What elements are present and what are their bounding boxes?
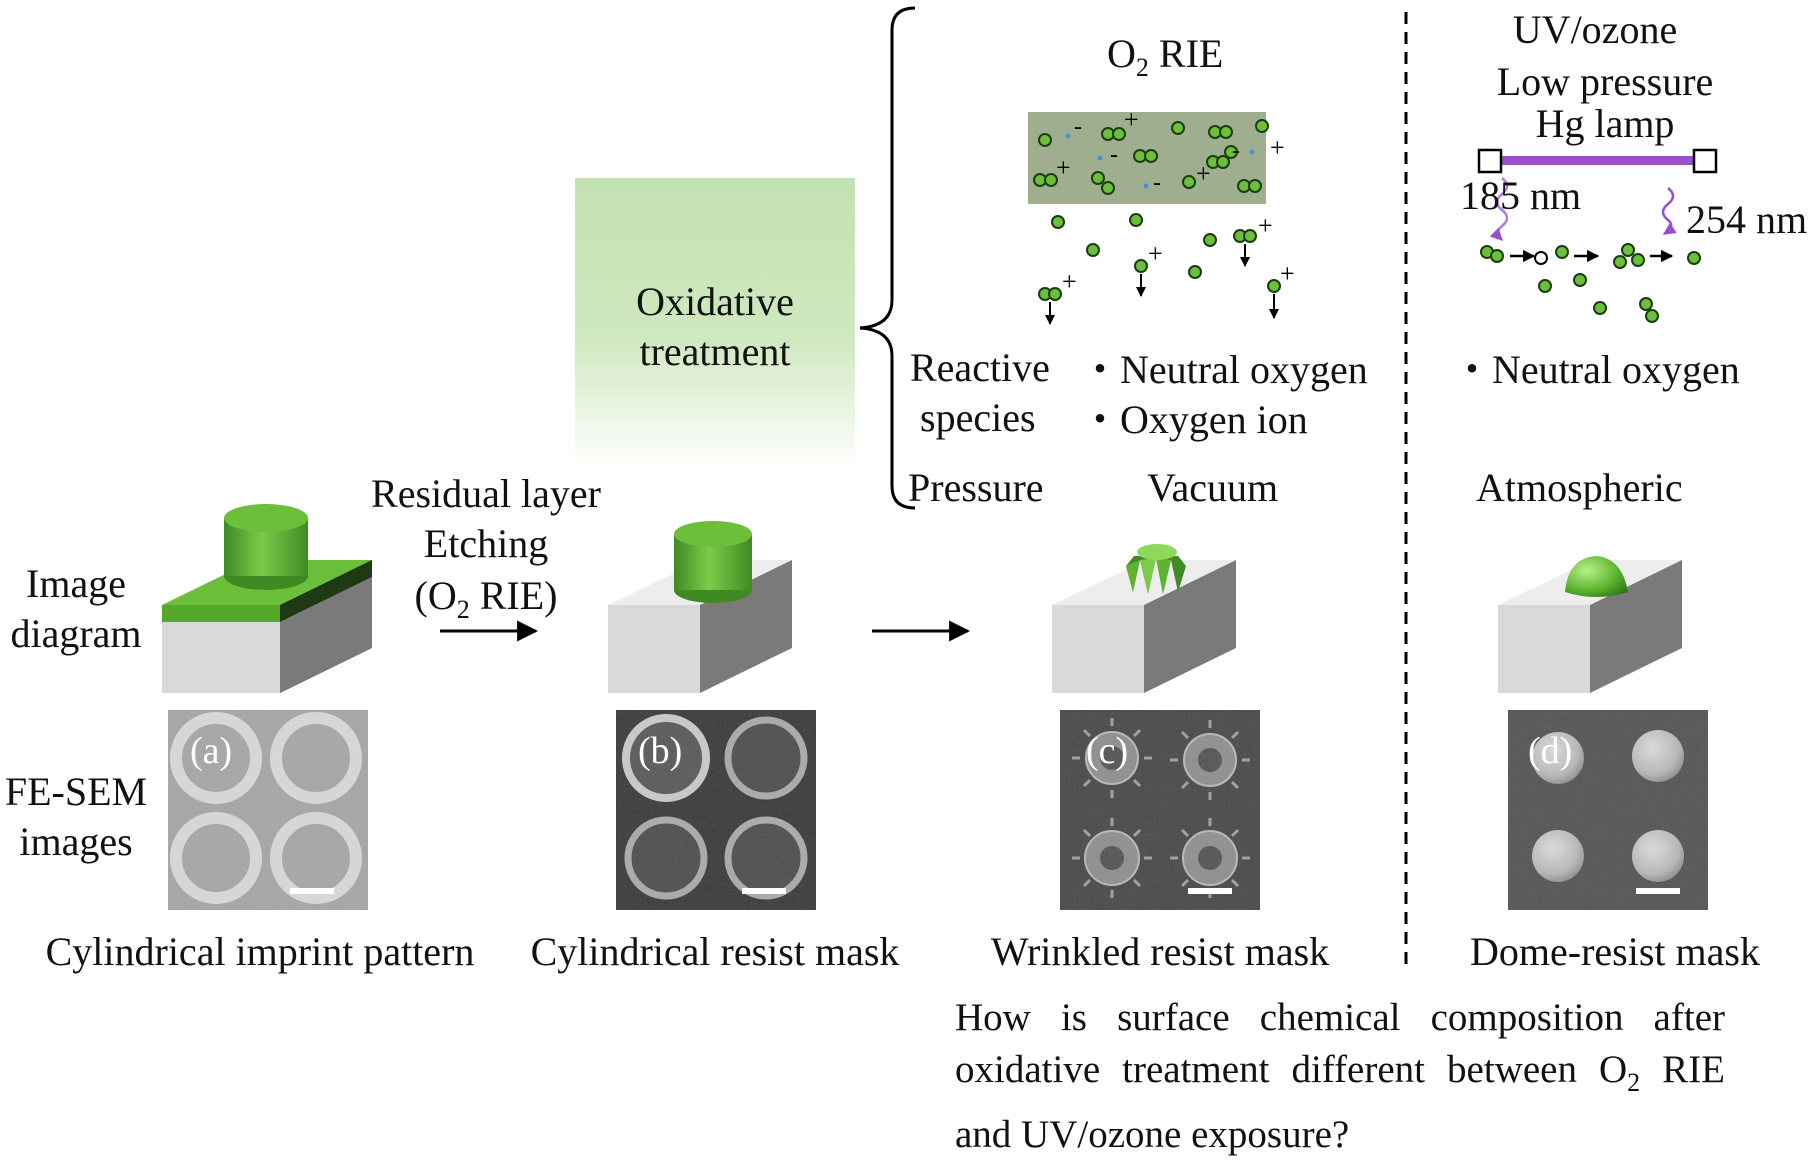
svg-text:+: +	[1196, 159, 1211, 188]
uv-rays	[1489, 177, 1677, 241]
hg-lamp	[1477, 148, 1718, 174]
svg-text:+: +	[1270, 133, 1285, 162]
o2rie-species-2: ・Oxygen ion	[1080, 397, 1308, 442]
wavelength-254: 254 nm	[1686, 197, 1808, 242]
falling-species: + + + +	[1038, 211, 1295, 325]
panel-tag-a: (a)	[190, 730, 233, 772]
pressure-vacuum: Vacuum	[1147, 465, 1279, 510]
oxidative-treatment-box	[575, 178, 855, 468]
wavelength-185: 185 nm	[1460, 173, 1582, 218]
treatment-label-line2: treatment	[639, 329, 791, 374]
uvozone-title: UV/ozone	[1512, 7, 1678, 52]
sem-image-d	[1508, 710, 1708, 910]
svg-text:+: +	[1258, 211, 1273, 240]
svg-text:-: -	[1074, 114, 1082, 140]
panel-tag-c: (c)	[1086, 730, 1129, 772]
row-label-sem-1: FE-SEM	[4, 769, 148, 814]
panel-tag-d: (d)	[1528, 730, 1573, 772]
reactive-label-2: species	[920, 395, 1036, 440]
treatment-label-line1: Oxidative	[636, 279, 794, 324]
caption-d: Dome-resist mask	[1470, 929, 1760, 974]
o2rie-species-1: ・Neutral oxygen	[1080, 347, 1368, 392]
diagram-b	[608, 521, 792, 693]
pressure-atmospheric: Atmospheric	[1476, 465, 1683, 510]
svg-text:+: +	[1280, 259, 1295, 288]
svg-text:-: -	[1232, 138, 1240, 164]
diagram-d	[1498, 556, 1682, 693]
etch-label-line3: (O2 RIE)	[414, 573, 558, 624]
svg-text:+: +	[1062, 267, 1077, 296]
diagram-c	[1052, 544, 1236, 693]
svg-text:-: -	[1110, 142, 1118, 168]
caption-a: Cylindrical imprint pattern	[45, 929, 475, 974]
o2-rie-title: O2 RIE	[1107, 31, 1224, 82]
row-label-sem-2: images	[19, 819, 133, 864]
row-label-image-2: diagram	[10, 611, 142, 656]
caption-b: Cylindrical resist mask	[530, 929, 900, 974]
sem-image-b	[616, 710, 816, 910]
sem-image-a	[168, 710, 368, 910]
sem-image-c	[1060, 710, 1260, 910]
uvozone-species-1: ・Neutral oxygen	[1452, 347, 1740, 392]
svg-text:+: +	[1056, 153, 1071, 182]
lamp-line-2: Hg lamp	[1535, 101, 1675, 146]
svg-text:+: +	[1148, 239, 1163, 268]
research-question: How is surface chemical composition afte…	[955, 996, 1726, 1156]
lamp-line-1: Low pressure	[1496, 59, 1714, 104]
ozone-reaction	[1480, 243, 1701, 323]
plasma-species: - + - - + + - +	[1033, 105, 1285, 196]
row-label-image-1: Image	[26, 561, 126, 606]
svg-text:-: -	[1153, 170, 1161, 196]
reactive-label-1: Reactive	[910, 345, 1050, 390]
panel-tag-b: (b)	[638, 730, 683, 772]
pressure-label: Pressure	[908, 465, 1044, 510]
etch-label-line1: Residual layer	[371, 471, 601, 516]
etch-label-line2: Etching	[423, 521, 549, 566]
svg-text:+: +	[1124, 105, 1139, 134]
caption-c: Wrinkled resist mask	[990, 929, 1330, 974]
curly-bracket	[859, 6, 916, 510]
diagram-a	[162, 504, 372, 693]
